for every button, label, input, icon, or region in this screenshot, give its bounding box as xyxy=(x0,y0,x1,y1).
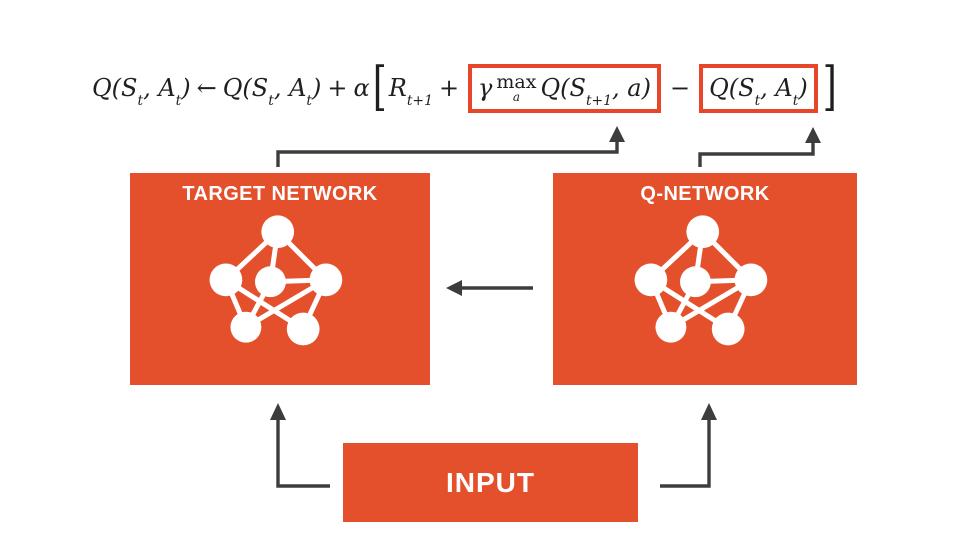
arrow-input-to-qnetwork xyxy=(660,403,717,488)
formula-right-bracket: ] xyxy=(822,57,837,117)
formula-left-bracket: [ xyxy=(372,57,387,117)
formula-reward-term: Rt+1 xyxy=(388,74,433,110)
q-network-box: Q-NETWORK xyxy=(553,173,857,385)
formula-target-term-highlight: γ max a Q(St+1, a) xyxy=(468,63,661,113)
formula-plus-2: + xyxy=(438,74,460,102)
neural-network-icon xyxy=(634,215,768,346)
arrow-target-to-formula-term xyxy=(276,126,625,167)
input-label: INPUT xyxy=(446,466,535,498)
arrow-input-to-target-network xyxy=(270,403,330,488)
formula-q-next: Q(St+1, a) xyxy=(540,74,651,110)
formula-assign-arrow: ← xyxy=(196,74,217,102)
arrow-qnetwork-to-formula-term xyxy=(698,127,821,167)
target-network-box: TARGET NETWORK xyxy=(130,173,430,385)
target-network-label: TARGET NETWORK xyxy=(182,183,378,205)
formula-qvalue-term-highlight: Q(St, At) xyxy=(699,63,818,113)
q-network-label: Q-NETWORK xyxy=(640,183,770,205)
formula-plus-1: + xyxy=(327,74,348,102)
formula-q-current: Q(St, At) xyxy=(222,74,322,110)
formula-gamma: γ xyxy=(478,74,493,102)
arrow-qnetwork-to-target-network xyxy=(446,280,533,296)
formula-q-lhs: Q(St, At) xyxy=(92,74,191,110)
formula-q-term: Q(St, At) xyxy=(709,74,808,110)
formula-max-operator: max a xyxy=(496,71,537,104)
q-learning-formula: Q(St, At) ← Q(St, At) + α [ Rt+1 + γ max… xyxy=(92,58,839,118)
input-box: INPUT xyxy=(343,443,638,522)
formula-minus: − xyxy=(669,74,691,102)
network-nodes xyxy=(634,215,768,346)
network-nodes xyxy=(209,215,343,346)
formula-alpha: α xyxy=(353,74,370,102)
neural-network-icon xyxy=(209,215,343,346)
